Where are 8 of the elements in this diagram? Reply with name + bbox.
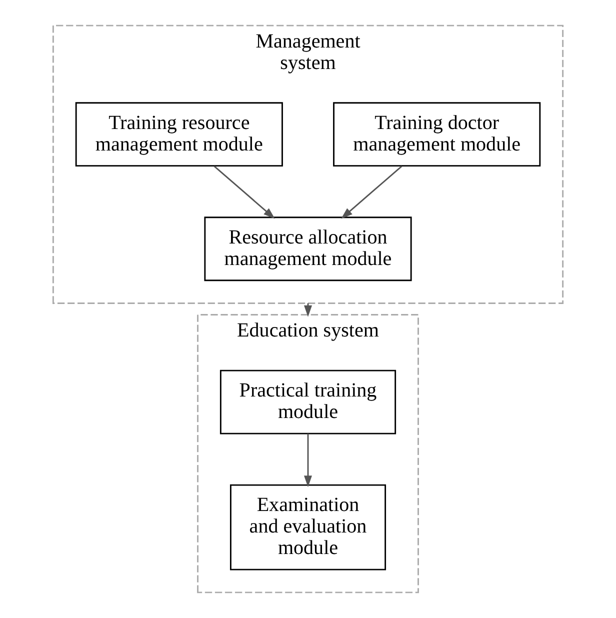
node-box: Training resource management module — [75, 102, 283, 167]
node-box: Training doctor management module — [333, 102, 541, 167]
arrow — [341, 166, 402, 219]
node-box: Practical training module — [220, 370, 396, 434]
node-box: Resource allocation management module — [204, 216, 412, 282]
arrow — [214, 166, 275, 219]
arrow — [304, 434, 312, 488]
node-box: Examination and evaluation module — [230, 484, 386, 570]
